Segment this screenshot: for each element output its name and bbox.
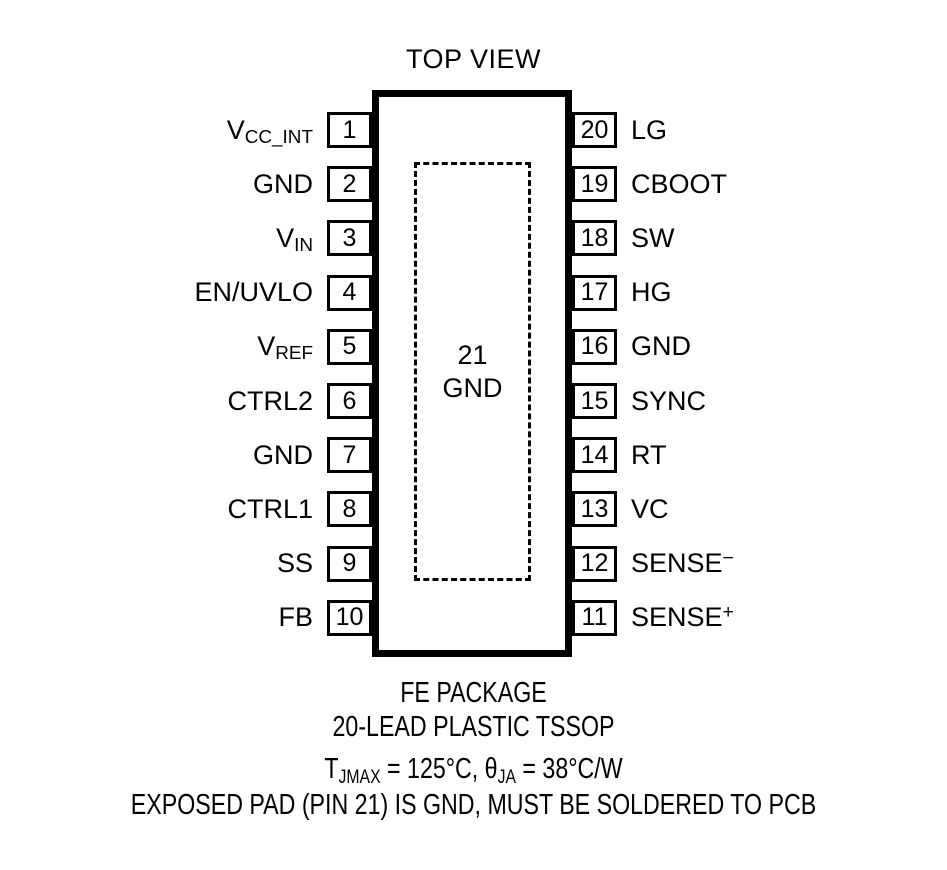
pin-row: VREF 5 [40,328,372,365]
pin-number-box: 6 [327,383,372,419]
package-type: 20-LEAD PLASTIC TSSOP [332,711,615,743]
pin-number-box: 15 [572,383,617,419]
pin-label-superscript: + [722,601,734,624]
pin-label: CTRL2 [227,385,313,416]
pin-row: GND 2 [40,166,372,203]
pin-number-box: 4 [327,274,372,311]
pin-label: VIN [276,222,313,257]
pin-number-box: 16 [572,328,617,365]
pin-row: 13 VC [572,491,932,528]
pin-number-box: 18 [572,220,617,257]
pin-row: FB 10 [40,599,372,636]
pin-label: SYNC [631,385,707,416]
pin-number-box: 2 [327,166,372,203]
pin-label: SS [276,548,313,579]
pin-row: SS 9 [40,545,372,582]
exposed-pad-note-line: EXPOSED PAD (PIN 21) IS GND, MUST BE SOL… [0,788,947,822]
pin-label: CTRL1 [227,493,313,524]
pin-row: CTRL2 6 [40,383,372,419]
pin-label: SENSE− [631,546,734,579]
pin-row: 20 LG [572,112,932,148]
pin-label-subscript: IN [294,235,313,257]
pin-number-box: 3 [327,220,372,257]
pin-label: SENSE+ [631,601,734,633]
package-name-block: FE PACKAGE 20-LEAD PLASTIC TSSOP [0,676,947,744]
pin-number-box: 17 [572,274,617,311]
tjmax-subscript: JMAX [338,765,381,788]
pin-label: RT [631,439,667,470]
exposed-pad-note: EXPOSED PAD (PIN 21) IS GND, MUST BE SOL… [130,789,817,821]
pin-label: GND [631,331,691,362]
exposed-pad-pin-name: GND [442,372,503,403]
pin-label-superscript: − [722,546,734,569]
pin-number-box: 8 [327,491,372,528]
pin-label: HG [631,277,672,308]
exposed-pad-pin-number: 21 [457,339,488,370]
pin-label: VREF [257,331,313,365]
pin-row: 18 SW [572,220,932,257]
pin-number-box: 20 [572,112,617,148]
pin-row: 19 CBOOT [572,166,932,203]
pin-row: 11 SENSE+ [572,599,932,636]
pin-row: 16 GND [572,328,932,365]
tjmax-value: = 125°C, [380,753,485,785]
thermal-spec-text: TJMAX = 125°C, θJA = 38°C/W [95,752,853,789]
pin-label: EN/UVLO [194,277,313,308]
pin-number-box: 5 [327,328,372,365]
pin-label: LG [631,114,668,145]
pin-number-box: 12 [572,545,617,582]
pin-number-box: 1 [327,112,372,148]
pin-row: GND 7 [40,437,372,474]
pin-row: EN/UVLO 4 [40,274,372,311]
pin-number-box: 13 [572,491,617,528]
pin-number-box: 19 [572,166,617,203]
pin-number-box: 7 [327,437,372,474]
tjmax-symbol: T [324,753,339,785]
pin-row: 17 HG [572,274,932,311]
pin-label: FB [278,602,313,633]
page-title: TOP VIEW [405,44,542,74]
pin-number-box: 11 [572,599,617,636]
pin-label: CBOOT [631,168,728,199]
pin-label: SW [631,222,675,253]
pin-row: 14 RT [572,437,932,474]
pin-row: 12 SENSE− [572,545,932,582]
pin-label-subscript: CC_INT [244,126,313,148]
theta-ja-value: = 38°C/W [515,753,623,785]
pin-row: VIN 3 [40,220,372,257]
theta-ja-subscript: JA [497,765,516,788]
pin-row: CTRL1 8 [40,491,372,528]
pin-label: VCC_INT [226,114,313,148]
thermal-spec-line: TJMAX = 125°C, θJA = 38°C/W [0,752,947,789]
package-body-outline [372,90,572,657]
pin-label: VC [631,493,669,524]
pin-number-box: 9 [327,545,372,582]
pin-label: GND [253,168,313,199]
pin-number-box: 14 [572,437,617,474]
package-name: FE PACKAGE [400,677,547,709]
pin-number-box: 10 [327,599,372,636]
pin-label: GND [253,439,313,470]
pin-label-subscript: REF [275,343,313,365]
pin-row: 15 SYNC [572,383,932,419]
exposed-pad-region: 21 GND [414,162,531,581]
theta-ja-symbol: θ [484,753,498,785]
pin-row: VCC_INT 1 [40,112,372,148]
